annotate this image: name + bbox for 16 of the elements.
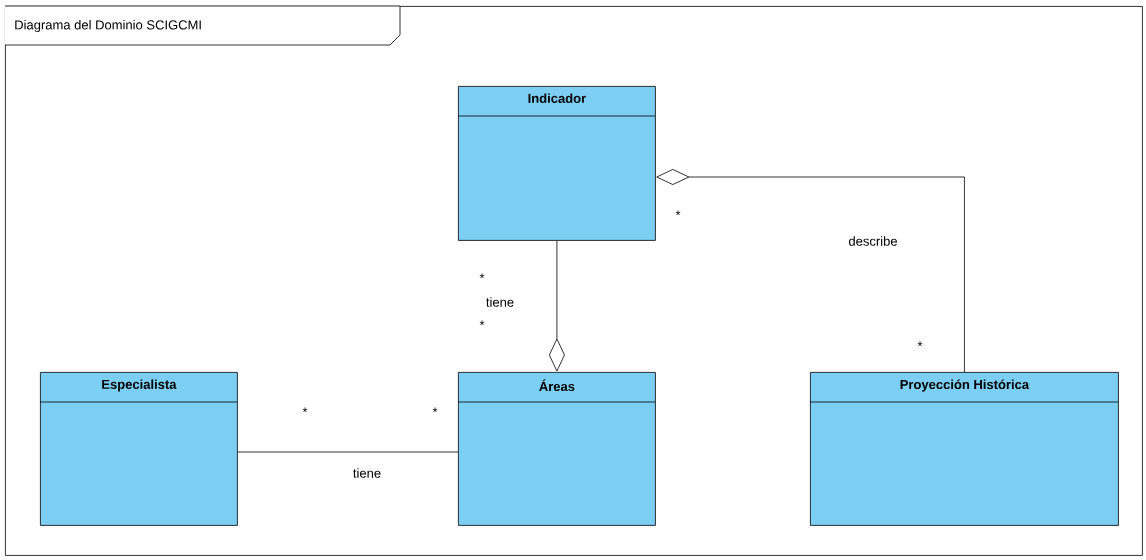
multiplicity-label: *: [917, 341, 923, 347]
edge-label: tiene: [351, 467, 383, 479]
class-box: Indicador: [457, 86, 656, 241]
class-box: Áreas: [457, 372, 656, 526]
association-line: [656, 169, 965, 373]
multiplicity-label: *: [302, 407, 308, 413]
edge-label: describe: [847, 235, 899, 247]
multiplicity-label: *: [479, 273, 485, 279]
multiplicity-label: *: [432, 407, 438, 413]
association-line: [548, 240, 565, 372]
edge-label: tiene: [484, 296, 516, 308]
class-box: Especialista: [39, 372, 238, 526]
multiplicity-label: *: [479, 320, 485, 326]
class-box: Proyección Histórica: [809, 372, 1119, 526]
association-line: [237, 451, 459, 453]
multiplicity-label: *: [675, 210, 681, 216]
